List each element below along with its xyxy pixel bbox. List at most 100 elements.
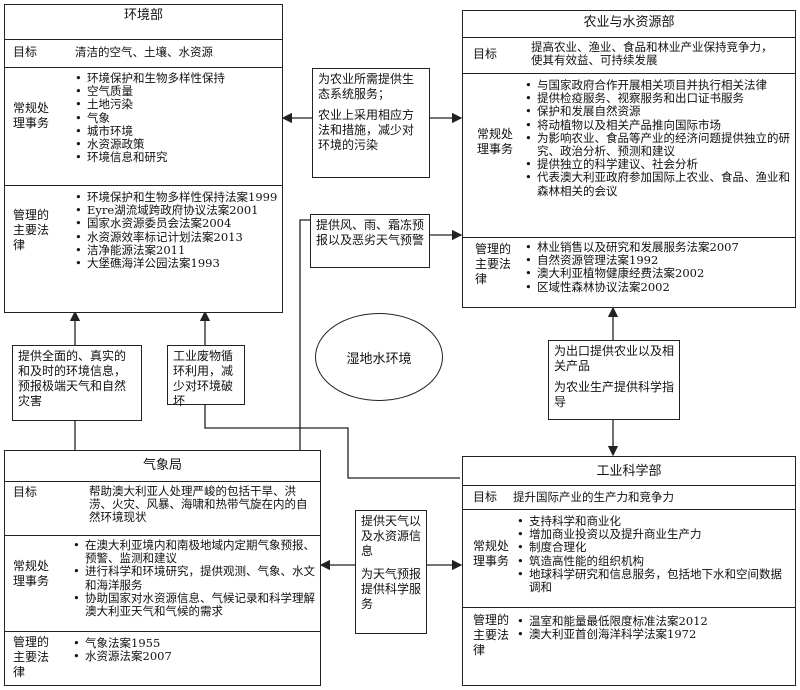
list-item: 水资源政策 bbox=[73, 137, 281, 151]
met-bureau-box: 气象局 目标 帮助澳大利亚人处理严峻的包括干旱、洪涝、火灾、风暴、海啸和热带气旋… bbox=[4, 450, 321, 686]
note-met-ind-line1: 提供天气以及水资源信息 bbox=[361, 514, 422, 558]
divider bbox=[463, 485, 795, 486]
agri-title: 农业与水资源部 bbox=[583, 15, 675, 30]
list-item: 进行科学和环境研究，提供观测、气象、水文和海洋服务 bbox=[71, 565, 317, 592]
list-item: 自然资源管理法案1992 bbox=[523, 254, 791, 268]
env-law-list: 环境保护和生物多样性保持法案1999 Eyre湖流域跨政府协议法案2001 国家… bbox=[73, 190, 283, 270]
note-met-agri-text: 提供风、雨、霜冻预报以及恶劣天气预警 bbox=[316, 218, 425, 247]
agri-routine-label: 常规处理事务 bbox=[477, 127, 514, 156]
met-law-label: 管理的主要法律 bbox=[13, 635, 50, 679]
list-item: 气象法案1955 bbox=[71, 636, 311, 650]
industry-department-box: 工业科学部 目标 提升国际产业的生产力和竞争力 常规处理事务 支持科学和商业化 … bbox=[462, 456, 796, 686]
ind-routine-label: 常规处理事务 bbox=[473, 539, 510, 568]
env-title: 环境部 bbox=[123, 8, 163, 23]
list-item: 为影响农业、食品等产业的经济问题提供独立的研究、政治分析、预测和建议 bbox=[523, 131, 791, 158]
divider bbox=[5, 481, 320, 482]
ind-law-label: 管理的主要法律 bbox=[473, 613, 510, 657]
wetland-label: 湿地水环境 bbox=[346, 351, 412, 367]
note-met-env-text: 提供全面的、真实的和及时的环境信息，预报极端天气和自然灾害 bbox=[18, 349, 127, 408]
list-item: Eyre湖流域跨政府协议法案2001 bbox=[73, 204, 283, 218]
list-item: 制度合理化 bbox=[515, 541, 791, 555]
env-goal-label: 目标 bbox=[13, 45, 38, 59]
list-item: 将动植物以及相关产品推向国际市场 bbox=[523, 118, 791, 132]
divider bbox=[463, 73, 795, 74]
met-law-list: 气象法案1955 水资源法案2007 bbox=[71, 636, 311, 664]
list-item: 地球科学研究和信息服务，包括地下水和空间数据调和 bbox=[515, 567, 791, 594]
list-item: 代表澳大利亚政府参加国际上农业、食品、渔业和森林相关的会议 bbox=[523, 171, 791, 198]
agri-goal: 提高农业、渔业、食品和林业产业保持竞争力，使其有效益、可持续发展 bbox=[531, 40, 773, 67]
list-item: 支持科学和商业化 bbox=[515, 514, 791, 528]
divider bbox=[5, 535, 320, 536]
met-routine-list: 在澳大利亚境内和南极地域内定期气象预报、预警、监测和建议 进行科学和环境研究，提… bbox=[71, 538, 317, 618]
env-routine-label: 常规处理事务 bbox=[13, 101, 50, 130]
met-routine-label: 常规处理事务 bbox=[13, 559, 50, 588]
env-routine-list: 环境保护和生物多样性保持 空气质量 土地污染 气象 城市环境 水资源政策 环境信… bbox=[73, 71, 281, 165]
divider bbox=[463, 37, 795, 38]
list-item: 土地污染 bbox=[73, 98, 281, 112]
agri-goal-label: 目标 bbox=[473, 47, 498, 61]
list-item: 提供独立的科学建议、社会分析 bbox=[523, 158, 791, 172]
list-item: 筑造高性能的组织机构 bbox=[515, 554, 791, 568]
note-env-agri-line2: 农业上采用相应方法和措施，减少对环境的污染 bbox=[318, 108, 415, 152]
list-item: 协助国家对水资源信息、气候记录和科学理解澳大利亚天气和气候的需求 bbox=[71, 591, 317, 618]
agri-routine-list: 与国家政府合作开展相关项目并执行相关法律 提供检疫服务、视察服务和出口证书服务 … bbox=[523, 78, 791, 198]
list-item: 与国家政府合作开展相关项目并执行相关法律 bbox=[523, 78, 791, 92]
ind-goal: 提升国际产业的生产力和竞争力 bbox=[513, 490, 674, 504]
list-item: 在澳大利亚境内和南极地域内定期气象预报、预警、监测和建议 bbox=[71, 538, 317, 565]
list-item: 环境保护和生物多样性保持 bbox=[73, 71, 281, 85]
wetland-ellipse: 湿地水环境 bbox=[315, 313, 443, 401]
list-item: 环境保护和生物多样性保持法案1999 bbox=[73, 190, 283, 204]
note-agri-ind: 为出口提供农业以及相关产品 为农业生产提供科学指导 bbox=[548, 340, 680, 420]
divider bbox=[5, 39, 282, 40]
note-met-ind-line2: 为天气预报提供科学服务 bbox=[361, 567, 422, 611]
list-item: 林业销售以及研究和发展服务法案2007 bbox=[523, 240, 791, 254]
note-met-agri: 提供风、雨、霜冻预报以及恶劣天气预警 bbox=[310, 214, 430, 268]
divider bbox=[5, 185, 282, 186]
line-ind-to-waste bbox=[204, 405, 460, 479]
env-law-label: 管理的主要法律 bbox=[13, 208, 50, 252]
agri-law-list: 林业销售以及研究和发展服务法案2007 自然资源管理法案1992 澳大利亚植物健… bbox=[523, 240, 791, 294]
divider bbox=[463, 509, 795, 510]
list-item: 水资源法案2007 bbox=[71, 650, 311, 664]
list-item: 区域性森林协议法案2002 bbox=[523, 280, 791, 294]
list-item: 增加商业投资以及提升商业生产力 bbox=[515, 528, 791, 542]
divider bbox=[5, 67, 282, 68]
line-met-to-forecast bbox=[299, 219, 310, 450]
env-goal: 清洁的空气、土壤、水资源 bbox=[75, 45, 213, 59]
note-met-ind: 提供天气以及水资源信息 为天气预报提供科学服务 bbox=[355, 510, 427, 634]
note-ind-env-text: 工业废物循环利用，减少对环境破坏 bbox=[173, 349, 234, 408]
list-item: 国家水资源委员会法案2004 bbox=[73, 217, 283, 231]
note-met-env: 提供全面的、真实的和及时的环境信息，预报极端天气和自然灾害 bbox=[12, 345, 142, 421]
list-item: 空气质量 bbox=[73, 85, 281, 99]
note-agri-ind-line2: 为农业生产提供科学指导 bbox=[554, 380, 675, 409]
agri-law-label: 管理的主要法律 bbox=[475, 242, 512, 286]
ind-title: 工业科学部 bbox=[596, 464, 662, 479]
list-item: 澳大利亚植物健康经费法案2002 bbox=[523, 267, 791, 281]
note-ind-env: 工业废物循环利用，减少对环境破坏 bbox=[167, 345, 245, 408]
ind-routine-list: 支持科学和商业化 增加商业投资以及提升商业生产力 制度合理化 筑造高性能的组织机… bbox=[515, 514, 791, 594]
list-item: 洁净能源法案2011 bbox=[73, 243, 283, 257]
list-item: 水资源效率标记计划法案2013 bbox=[73, 230, 283, 244]
list-item: 保护和发展自然资源 bbox=[523, 105, 791, 119]
list-item: 温室和能量最低限度标准法案2012 bbox=[515, 614, 791, 628]
list-item: 城市环境 bbox=[73, 124, 281, 138]
list-item: 气象 bbox=[73, 111, 281, 125]
met-goal-label: 目标 bbox=[13, 485, 38, 499]
list-item: 环境信息和研究 bbox=[73, 151, 281, 165]
env-department-box: 环境部 目标 清洁的空气、土壤、水资源 常规处理事务 环境保护和生物多样性保持 … bbox=[4, 4, 283, 313]
list-item: 澳大利亚首创海洋科学法案1972 bbox=[515, 628, 791, 642]
met-title: 气象局 bbox=[142, 458, 182, 473]
list-item: 提供检疫服务、视察服务和出口证书服务 bbox=[523, 92, 791, 106]
list-item: 大堡礁海洋公园法案1993 bbox=[73, 256, 283, 270]
note-env-agri-line1: 为农业所需提供生态系统服务； bbox=[318, 72, 415, 101]
divider bbox=[463, 237, 795, 238]
ind-goal-label: 目标 bbox=[473, 490, 498, 504]
note-env-agri: 为农业所需提供生态系统服务； 农业上采用相应方法和措施，减少对环境的污染 bbox=[312, 68, 430, 178]
ind-law-list: 温室和能量最低限度标准法案2012 澳大利亚首创海洋科学法案1972 bbox=[515, 614, 791, 642]
met-goal: 帮助澳大利亚人处理严峻的包括干旱、洪涝、火灾、风暴、海啸和热带气旋在内的自然环境… bbox=[89, 484, 308, 524]
divider bbox=[463, 607, 795, 608]
divider bbox=[5, 631, 320, 632]
agri-department-box: 农业与水资源部 目标 提高农业、渔业、食品和林业产业保持竞争力，使其有效益、可持… bbox=[462, 10, 796, 308]
note-agri-ind-line1: 为出口提供农业以及相关产品 bbox=[554, 344, 675, 373]
